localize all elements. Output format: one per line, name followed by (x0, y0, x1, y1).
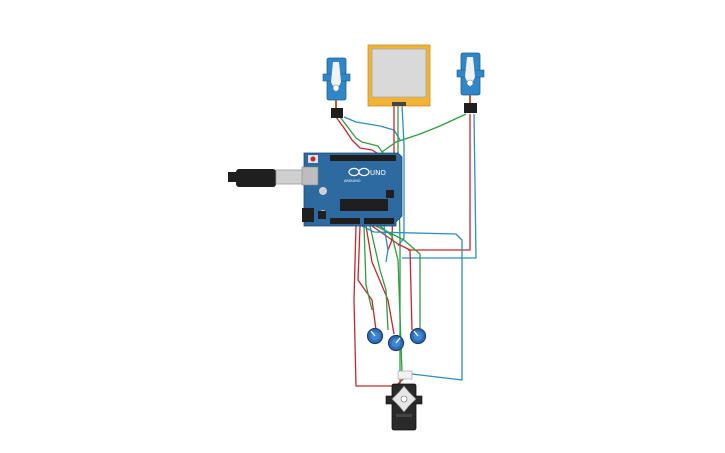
wire-left-servo-red[interactable] (335, 116, 386, 159)
arduino-uno-board[interactable]: UNO ARDUINO (301, 152, 403, 227)
wire-pot2-green[interactable] (369, 225, 389, 331)
servo-bottom-connector (397, 370, 413, 380)
pot-3-indicator (413, 330, 419, 337)
arduino-logo-icon (348, 167, 370, 177)
wire-servo-red-main[interactable] (353, 225, 405, 387)
pot-2-indicator (395, 337, 401, 344)
micro-servo-left[interactable] (322, 57, 351, 118)
pot-1-indicator (370, 330, 376, 337)
wire-left-servo-blue[interactable] (343, 116, 401, 141)
digital-header (330, 155, 396, 161)
usb-cable-body (236, 169, 276, 187)
servo-right-connector (464, 103, 477, 113)
board-model-label: UNO (370, 169, 386, 177)
wire-pot1-red[interactable] (357, 225, 377, 331)
wire-left-servo-green[interactable] (339, 116, 389, 161)
wire-pot2-red[interactable] (365, 225, 395, 335)
usb-cable (228, 169, 307, 187)
potentiometer-3[interactable] (409, 327, 427, 345)
capacitor (319, 187, 327, 195)
wire-servo-green-main[interactable] (379, 225, 403, 373)
wire-servo-blue-main[interactable] (361, 225, 463, 381)
standard-servo-bottom[interactable] (385, 370, 423, 431)
reset-button-cap (310, 156, 316, 162)
wire-right-servo-green[interactable] (381, 113, 467, 153)
potentiometer-1[interactable] (366, 327, 384, 345)
wires (335, 104, 477, 387)
servo-right-shaft (466, 79, 474, 87)
servo-left-shaft (332, 84, 340, 92)
wire-right-servo-red[interactable] (408, 114, 471, 251)
servo-bottom-shaft (400, 395, 408, 403)
analog-header (364, 218, 394, 224)
usb-plug-tip (228, 172, 238, 182)
micro-servo-right[interactable] (456, 52, 485, 113)
wire-right-servo-blue[interactable] (402, 113, 477, 259)
servo-right-horn-icon (465, 57, 475, 87)
servo-bottom-label-strip (396, 414, 412, 417)
wire-pot-blue[interactable] (383, 225, 389, 263)
power-header (330, 218, 360, 224)
potentiometer-2[interactable] (387, 334, 405, 352)
display-pins (392, 102, 406, 106)
atmega-chip (340, 199, 388, 211)
display-module[interactable] (367, 44, 431, 107)
usb-connector (275, 169, 307, 185)
servo-left-horn-icon (331, 62, 341, 92)
usb-jack (301, 166, 319, 186)
wire-lcd-3[interactable] (397, 104, 405, 247)
regulator (318, 211, 326, 219)
power-jack (302, 208, 314, 222)
wire-pot1-green[interactable] (363, 225, 373, 311)
icsp-header (386, 190, 394, 198)
display-screen (371, 48, 427, 98)
servo-left-connector (331, 108, 343, 118)
board-brand-label: ARDUINO (344, 179, 361, 183)
